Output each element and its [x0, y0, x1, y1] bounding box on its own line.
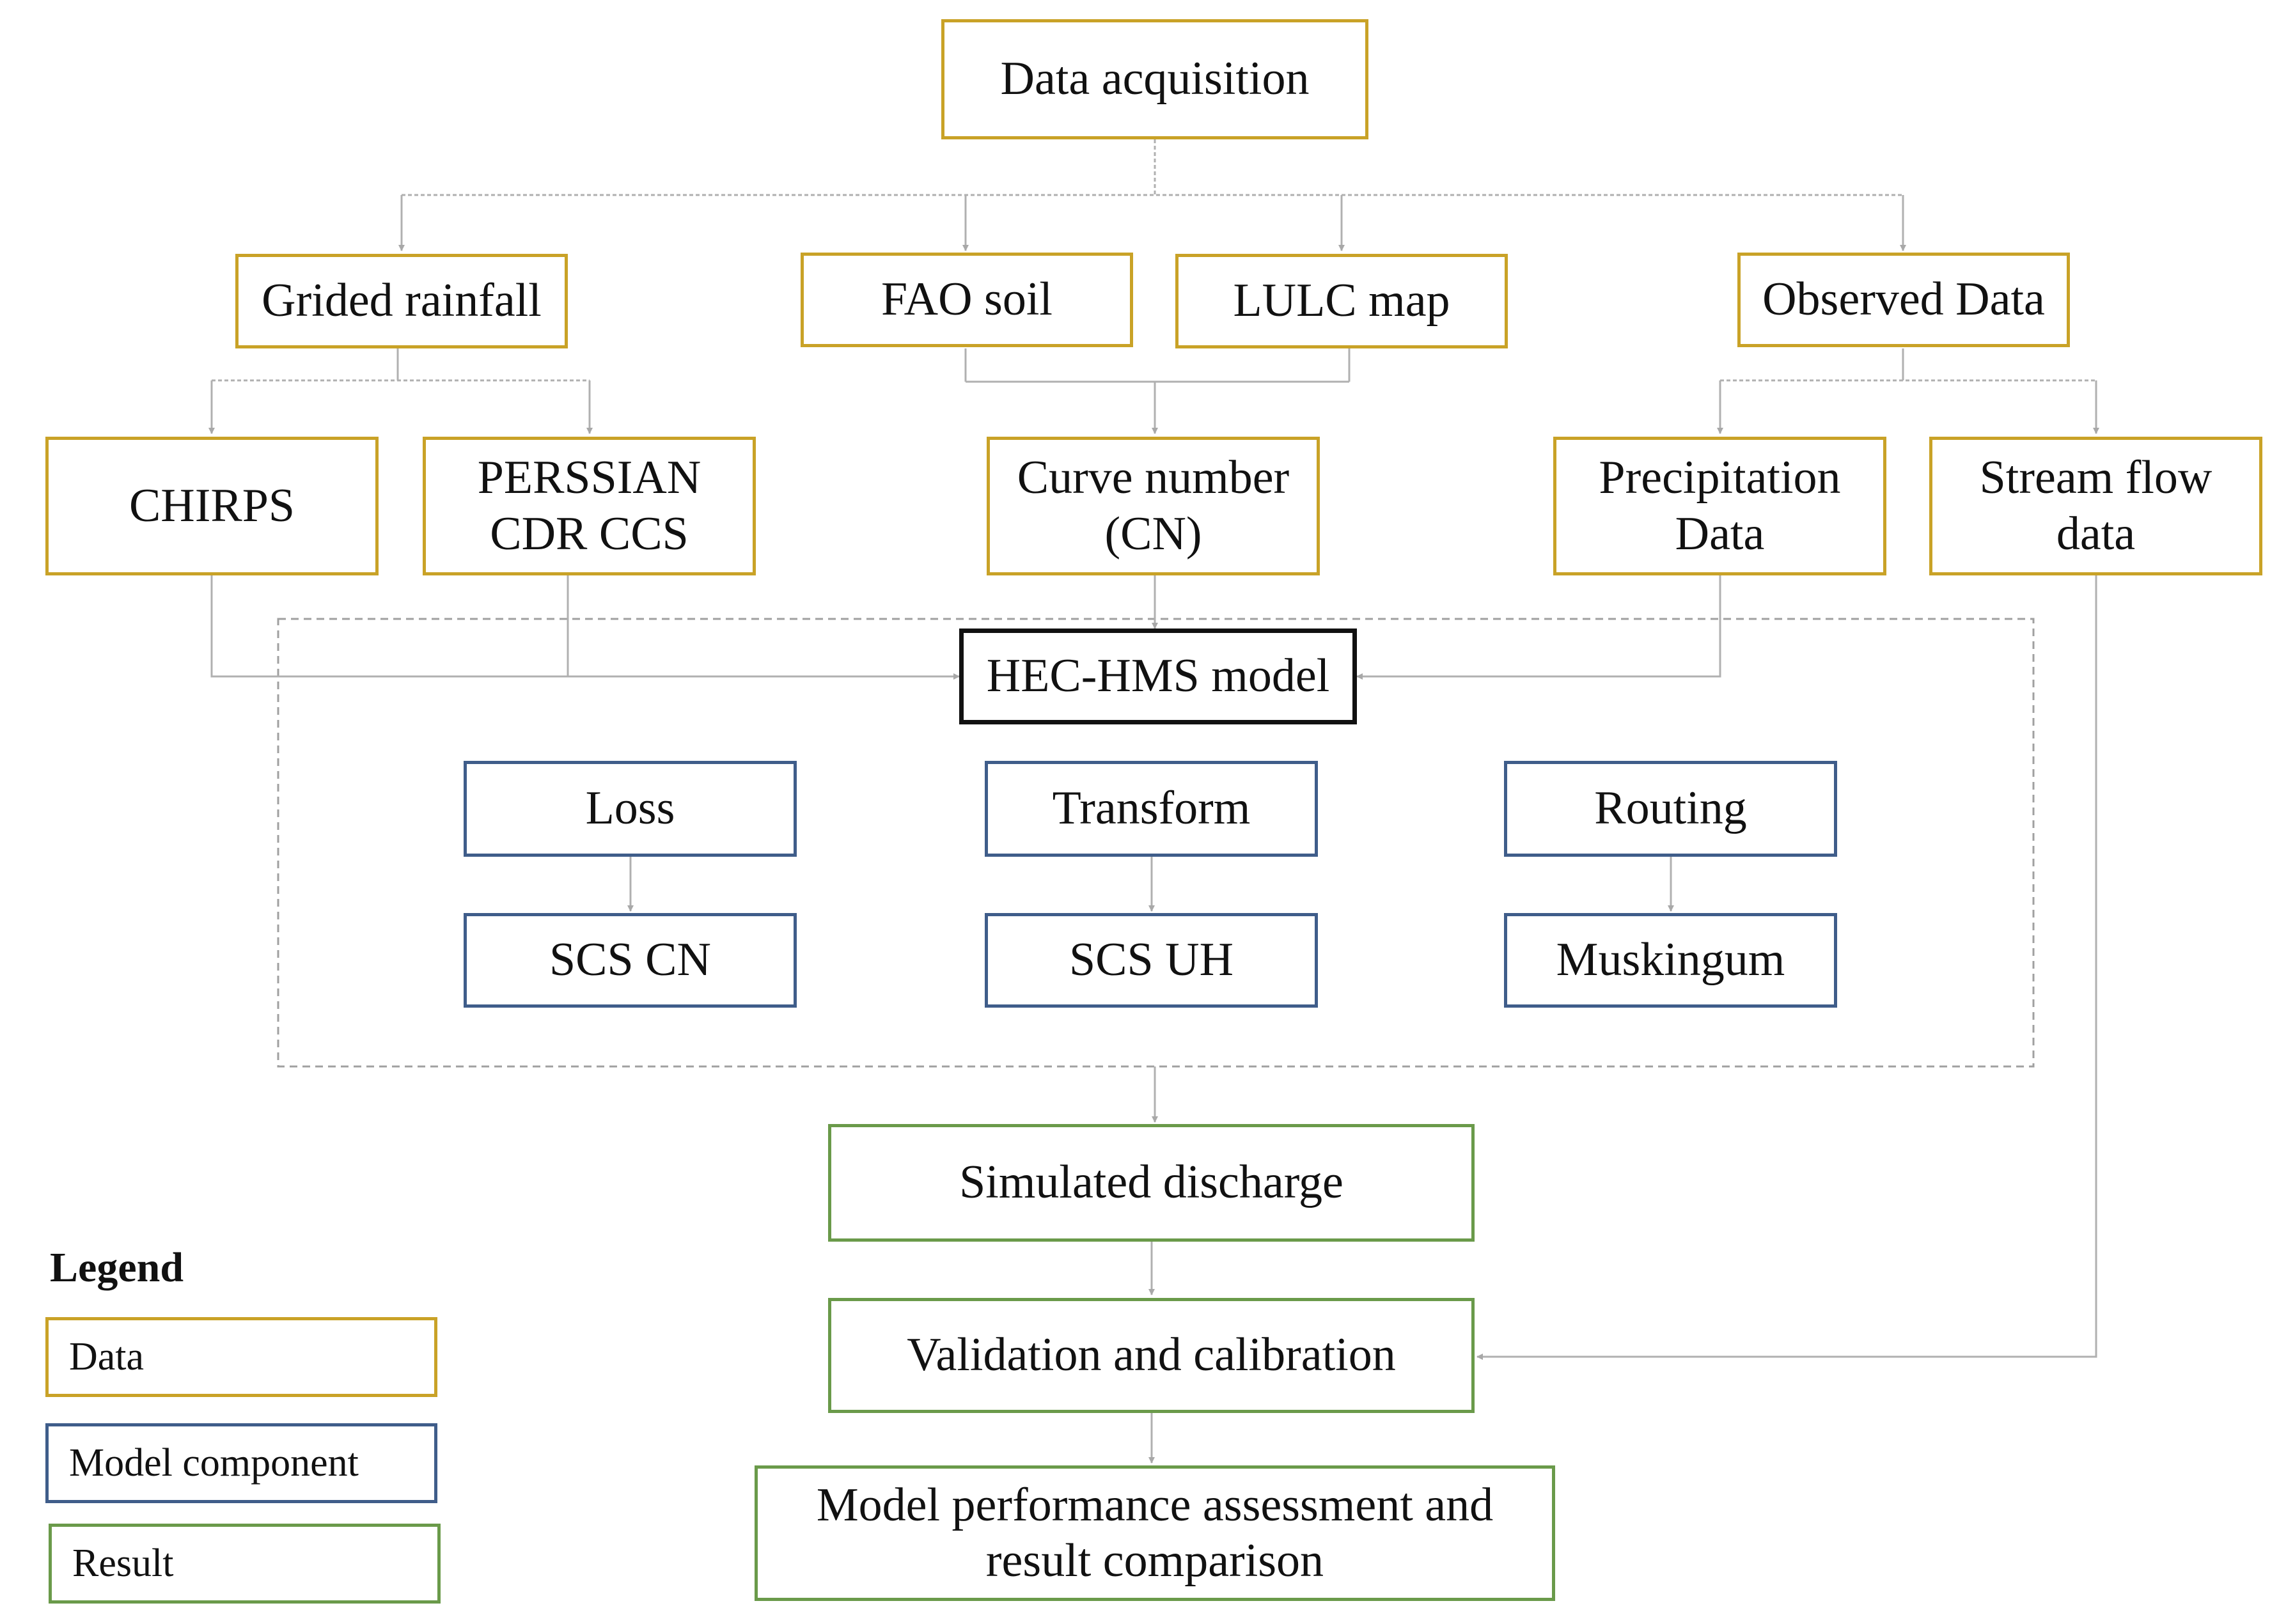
routing-label: Routing — [1594, 782, 1747, 835]
fao-soil-box: FAO soil — [801, 253, 1133, 347]
routing-box: Routing — [1504, 761, 1837, 857]
validation-calibration-box: Validation and calibration — [828, 1298, 1475, 1413]
perssian-label: PERSSIAN CDR CCS — [477, 451, 701, 560]
stream-flow-data-label: Stream flow data — [1979, 451, 2212, 560]
observed-data-label: Observed Data — [1762, 273, 2045, 326]
hec-hms-model-box: HEC-HMS model — [959, 629, 1357, 724]
chirps-label: CHIRPS — [129, 479, 295, 532]
legend-item-result: Result — [49, 1524, 441, 1604]
hec-hms-model-label: HEC-HMS model — [986, 650, 1330, 703]
scs-cn-label: SCS CN — [549, 933, 711, 987]
assessment-label: Model performance assessment and result … — [816, 1478, 1494, 1587]
perssian-box: PERSSIAN CDR CCS — [423, 437, 756, 575]
loss-label: Loss — [585, 782, 675, 835]
legend-result-label: Result — [72, 1542, 174, 1585]
chirps-box: CHIRPS — [45, 437, 379, 575]
lulc-map-label: LULC map — [1233, 274, 1450, 327]
scs-cn-box: SCS CN — [464, 913, 797, 1008]
scs-uh-box: SCS UH — [985, 913, 1318, 1008]
curve-number-box: Curve number (CN) — [987, 437, 1320, 575]
legend-data-label: Data — [69, 1335, 145, 1378]
curve-number-label: Curve number (CN) — [1017, 451, 1290, 560]
arrow-streamflow-to-validation — [1476, 575, 2097, 1360]
data-acquisition-label: Data acquisition — [1000, 52, 1310, 105]
grided-rainfall-label: Grided rainfall — [262, 274, 542, 327]
connector-chirps-to-model — [210, 575, 568, 678]
observed-data-box: Observed Data — [1737, 253, 2070, 347]
grided-rainfall-box: Grided rainfall — [235, 254, 568, 348]
fao-soil-label: FAO soil — [881, 273, 1053, 326]
scs-uh-label: SCS UH — [1069, 933, 1234, 987]
assessment-box: Model performance assessment and result … — [755, 1465, 1555, 1601]
transform-box: Transform — [985, 761, 1318, 857]
legend-item-model-component: Model component — [45, 1423, 437, 1503]
precipitation-data-label: Precipitation Data — [1599, 451, 1841, 560]
validation-calibration-label: Validation and calibration — [907, 1329, 1396, 1382]
precipitation-data-box: Precipitation Data — [1553, 437, 1886, 575]
simulated-discharge-box: Simulated discharge — [828, 1124, 1475, 1242]
muskingum-box: Muskingum — [1504, 913, 1837, 1008]
legend-title: Legend — [50, 1244, 184, 1291]
transform-label: Transform — [1052, 782, 1251, 835]
stream-flow-data-box: Stream flow data — [1929, 437, 2262, 575]
arrow-precipitation-to-model — [1356, 575, 1721, 680]
lulc-map-box: LULC map — [1175, 254, 1508, 348]
legend-item-data: Data — [45, 1317, 437, 1397]
muskingum-label: Muskingum — [1556, 933, 1785, 987]
legend-model-component-label: Model component — [69, 1441, 359, 1485]
data-acquisition-box: Data acquisition — [941, 19, 1368, 139]
simulated-discharge-label: Simulated discharge — [959, 1156, 1343, 1209]
loss-box: Loss — [464, 761, 797, 857]
model-boundary — [277, 618, 2035, 1068]
